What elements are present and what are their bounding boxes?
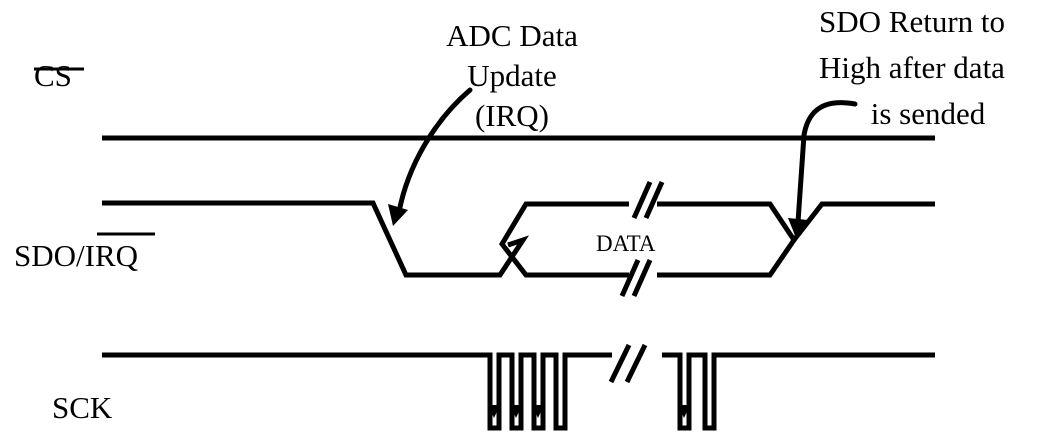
sdo-irq-fall bbox=[102, 200, 530, 278]
sdo-irq-label: SDO/IRQ bbox=[14, 238, 138, 273]
adc-update-arrowhead bbox=[388, 204, 408, 226]
sck-pulses-second bbox=[662, 352, 935, 431]
data-label: DATA bbox=[596, 231, 656, 256]
sdo-return-line-1: SDO Return to bbox=[819, 4, 1005, 39]
sck-waveform bbox=[102, 343, 935, 431]
sdo-return-annotation: SDO Return to High after data is sended bbox=[788, 4, 1005, 238]
sdo-return-line-2: High after data bbox=[819, 50, 1005, 85]
sdo-label: SDO/ bbox=[14, 238, 85, 273]
data-break-mark bbox=[619, 258, 641, 298]
sdo-return-arrowhead bbox=[788, 218, 808, 238]
adc-update-arrow bbox=[396, 87, 473, 215]
data-break-mark bbox=[631, 180, 653, 220]
cs-label: CS bbox=[34, 58, 72, 93]
sck-edge-arrow bbox=[510, 405, 522, 418]
sck-edge-arrow bbox=[532, 405, 544, 418]
sdo-irq-waveform bbox=[102, 180, 935, 298]
sck-pulses-first bbox=[102, 352, 612, 431]
sck-label: SCK bbox=[52, 390, 113, 425]
sck-break-mark bbox=[608, 343, 632, 384]
sdo-return-line-3: is sended bbox=[871, 96, 986, 131]
adc-update-line-1: ADC Data bbox=[446, 18, 578, 53]
adc-update-annotation: ADC Data Update (IRQ) bbox=[388, 18, 578, 226]
adc-update-line-2: Update bbox=[467, 58, 557, 93]
irq-label: IRQ bbox=[85, 238, 138, 273]
sck-break-mark bbox=[624, 343, 648, 384]
sdo-return-arrow bbox=[795, 100, 858, 225]
adc-update-line-3: (IRQ) bbox=[475, 98, 549, 133]
sck-edge-arrow bbox=[488, 405, 500, 418]
data-break-mark bbox=[643, 180, 665, 220]
sdo-return-high bbox=[792, 201, 935, 242]
data-break-mark bbox=[631, 258, 653, 298]
sck-edge-arrow bbox=[678, 405, 690, 418]
